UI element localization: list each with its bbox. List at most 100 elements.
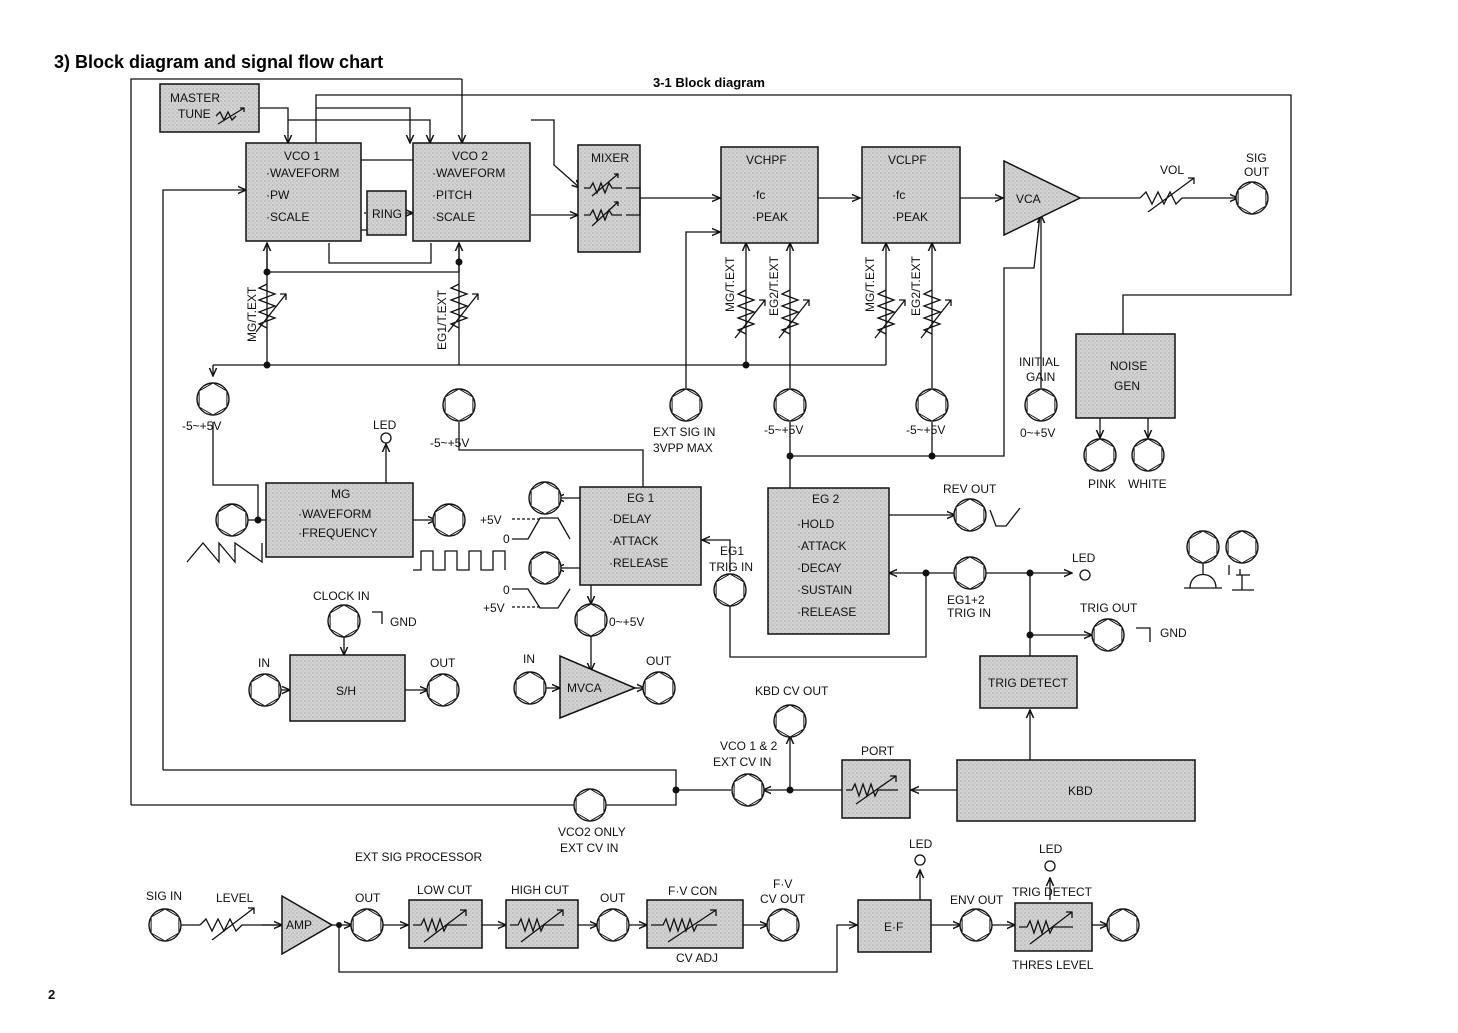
- eg1-attack: ·ATTACK: [609, 534, 659, 548]
- kbd-cv-out-label: KBD CV OUT: [755, 684, 829, 698]
- trig-detect2-block: [1014, 902, 1093, 952]
- eg1-title: EG 1: [627, 491, 655, 505]
- vclpf-fc: ·fc: [892, 188, 905, 202]
- eg1-delay: ·DELAY: [609, 512, 651, 526]
- vco1-pw: ·PW: [266, 188, 290, 202]
- sh-in-label: IN: [258, 656, 270, 670]
- vclpf-peak: ·PEAK: [892, 210, 928, 224]
- vclpf-eg2-text-label: EG2/T.EXT: [909, 255, 923, 316]
- sh-in-jack-icon: [248, 673, 282, 707]
- vco2-scale: ·SCALE: [432, 210, 475, 224]
- mg-range-label: -5~+5V: [182, 419, 221, 433]
- amp-out-jack-icon: [350, 908, 384, 942]
- mg-title: MG: [331, 487, 350, 501]
- noise-gen-block: NOISE GEN: [1075, 333, 1176, 419]
- hc-out-jack-icon: [596, 908, 630, 942]
- fv-con-label: F·V CON: [668, 884, 717, 898]
- eg1-range-label: -5~+5V: [430, 436, 469, 450]
- eg12-trig-jack-icon: [953, 556, 987, 590]
- vchpf-block: VCHPF ·fc ·PEAK: [720, 146, 819, 244]
- mg-led-label: LED: [373, 418, 397, 432]
- port-label: PORT: [861, 744, 895, 758]
- vclpf-block: VCLPF ·fc ·PEAK: [861, 146, 961, 244]
- vco1-waveform: ·WAVEFORM: [266, 166, 339, 180]
- mg-led-icon: [380, 432, 392, 444]
- clock-in-label: CLOCK IN: [313, 589, 370, 603]
- ext-sig-processor-wiring: [180, 870, 1108, 973]
- eg1-rev-envelope-icon: [512, 588, 571, 609]
- clock-gnd-icon: [372, 611, 383, 624]
- jacks: [148, 181, 1269, 942]
- noise-gen-label-2: GEN: [1114, 379, 1140, 393]
- eg1-trig-label-2: TRIG IN: [709, 560, 753, 574]
- mvca-label: MVCA: [567, 681, 602, 695]
- rev-envelope-icon: [989, 507, 1021, 527]
- eg1-trig-label-1: EG1: [720, 544, 744, 558]
- kbd-cv-out-jack-icon: [773, 704, 807, 738]
- rev-out-label: REV OUT: [943, 482, 997, 496]
- mvca-out-label: OUT: [646, 654, 672, 668]
- amp-label: AMP: [286, 918, 312, 932]
- fv-out-label-1: F·V: [773, 877, 792, 891]
- cv-adj-label: CV ADJ: [676, 951, 718, 965]
- vco2-waveform: ·WAVEFORM: [432, 166, 505, 180]
- sh-out-jack-icon: [426, 673, 460, 707]
- trig-led-label: LED: [1072, 551, 1096, 565]
- vco2-only-label-1: VCO2 ONLY: [558, 825, 626, 839]
- ext-sig-in-label-2: 3VPP MAX: [653, 441, 713, 455]
- eg1-trig-jack-icon: [713, 573, 747, 607]
- eg1-block: EG 1 ·DELAY ·ATTACK ·RELEASE: [579, 486, 702, 586]
- mixer-block: MIXER: [577, 144, 641, 253]
- mvca-block: MVCA: [559, 654, 637, 720]
- mvca-out-jack-icon: [642, 671, 676, 705]
- sh-out-label: OUT: [430, 656, 456, 670]
- vchpf-range-label: -5~+5V: [764, 423, 803, 437]
- clock-gnd-label: GND: [390, 615, 417, 629]
- page-number: 2: [48, 987, 55, 1002]
- vclpf-eg2-jack-icon: [915, 388, 949, 422]
- pedal-icons: [1184, 563, 1254, 591]
- initial-gain-jack-icon: [1024, 388, 1058, 422]
- ring-block: RING: [366, 190, 407, 236]
- noise-gen-label-1: NOISE: [1110, 359, 1147, 373]
- eg2-decay: ·DECAY: [797, 561, 841, 575]
- white-noise-jack-icon: [1131, 438, 1165, 472]
- mg-tri-jack-icon: [215, 503, 249, 537]
- mg-waveform: ·WAVEFORM: [298, 507, 371, 521]
- eg12-trig-label-1: EG1+2: [947, 593, 985, 607]
- vchpf-peak: ·PEAK: [752, 210, 788, 224]
- vco2-block: VCO 2 ·WAVEFORM ·PITCH ·SCALE: [412, 142, 531, 242]
- level-label: LEVEL: [216, 891, 254, 905]
- vco2-cv-in-jack-icon: [573, 788, 607, 822]
- vco1-mg-text-label: MG/T.EXT: [245, 286, 259, 342]
- eg1-range-0-5: 0~+5V: [609, 615, 644, 629]
- vclpf-title: VCLPF: [888, 153, 927, 167]
- eg2-hold: ·HOLD: [797, 517, 835, 531]
- eg12-trig-label-2: TRIG IN: [947, 606, 991, 620]
- square-wave-icon: [413, 550, 506, 571]
- vol-label: VOL: [1160, 163, 1184, 177]
- amp-out-label: OUT: [355, 891, 381, 905]
- td-out-jack-icon: [1106, 908, 1140, 942]
- mvca-in-label: IN: [523, 652, 535, 666]
- vco1-block: VCO 1 ·WAVEFORM ·PW ·SCALE: [245, 142, 362, 242]
- vco2-only-label-2: EXT CV IN: [560, 841, 618, 855]
- td-led-icon: [1044, 860, 1056, 872]
- sig-in-label: SIG IN: [146, 889, 182, 903]
- vco12-cv-in-jack-icon: [731, 773, 765, 807]
- pink-noise-jack-icon: [1083, 438, 1117, 472]
- fv-out-label-2: CV OUT: [760, 892, 806, 906]
- vchpf-title: VCHPF: [746, 153, 787, 167]
- master-tune-label-2: TUNE: [178, 107, 211, 121]
- master-tune-label-1: MASTER: [170, 91, 220, 105]
- kbd-label: KBD: [1068, 784, 1093, 798]
- trig-detect2-label: TRIG DETECT: [1012, 885, 1093, 899]
- gnd-icon: [1136, 627, 1151, 642]
- sh-label: S/H: [336, 684, 356, 698]
- white-label: WHITE: [1128, 477, 1167, 491]
- eg1-zero-label-2: 0: [503, 583, 510, 597]
- eg1-pos-jack-icon: [528, 481, 562, 515]
- eg1-zero-label-1: 0: [503, 532, 510, 546]
- eg1-neg-jack-icon: [528, 551, 562, 585]
- mixer-label: MIXER: [591, 151, 629, 165]
